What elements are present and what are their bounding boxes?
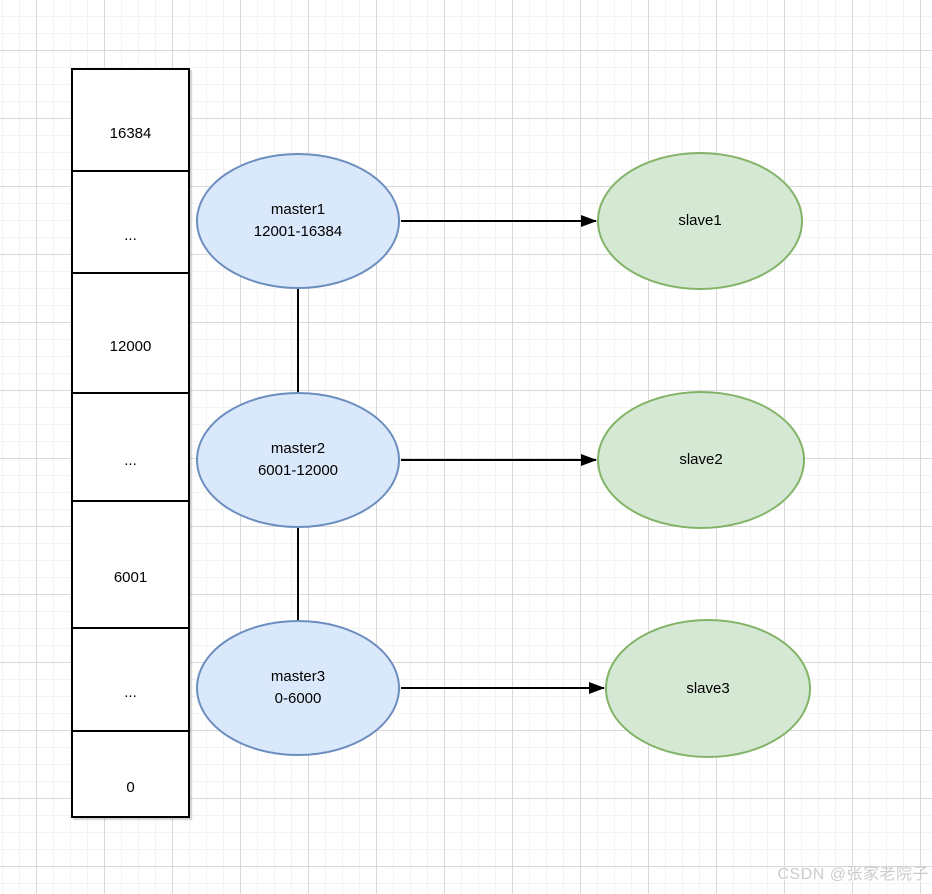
slot-cell-label: ... xyxy=(124,226,137,244)
slave2-node: slave2 xyxy=(597,391,805,529)
node-name: slave1 xyxy=(678,212,722,230)
slot-cell-label: 12000 xyxy=(109,337,152,355)
slave1-node: slave1 xyxy=(597,152,803,290)
node-name: master2 xyxy=(270,440,326,458)
slot-cell-label: 0 xyxy=(126,778,135,796)
slot-cell-label: 16384 xyxy=(109,124,152,142)
node-name: master3 xyxy=(270,668,326,686)
slave3-node: slave3 xyxy=(605,619,811,758)
master3-label: master3 0-6000 xyxy=(271,666,325,710)
slot-cell-ellipsis-bottom: ... xyxy=(73,629,188,732)
node-name: slave2 xyxy=(679,451,723,469)
node-name: slave3 xyxy=(686,679,730,697)
hash-slot-table: 16384 ... 12000 ... 6001 ... 0 xyxy=(71,68,190,818)
node-slot-range: 12001-16384 xyxy=(253,223,343,240)
master3-node: master3 0-6000 xyxy=(196,620,400,756)
slot-cell-12000: 12000 xyxy=(73,274,188,394)
node-slot-range: 0-6000 xyxy=(274,690,322,707)
master1-label: master1 12001-16384 xyxy=(254,199,342,243)
master2-node: master2 6001-12000 xyxy=(196,392,400,528)
slot-cell-ellipsis-top: ... xyxy=(73,172,188,274)
slot-cell-0: 0 xyxy=(73,732,188,816)
slot-cell-ellipsis-middle: ... xyxy=(73,394,188,502)
csdn-watermark: CSDN @张家老院子 xyxy=(777,866,929,883)
node-slot-range: 6001-12000 xyxy=(257,462,339,479)
slot-cell-label: ... xyxy=(124,451,137,469)
node-name: master1 xyxy=(270,201,326,219)
master2-label: master2 6001-12000 xyxy=(258,438,338,482)
slot-cell-label: 6001 xyxy=(113,569,148,586)
slot-cell-6001: 6001 xyxy=(73,502,188,629)
slot-cell-label: ... xyxy=(124,684,137,701)
slot-cell-16384: 16384 xyxy=(73,70,188,172)
master1-node: master1 12001-16384 xyxy=(196,153,400,289)
